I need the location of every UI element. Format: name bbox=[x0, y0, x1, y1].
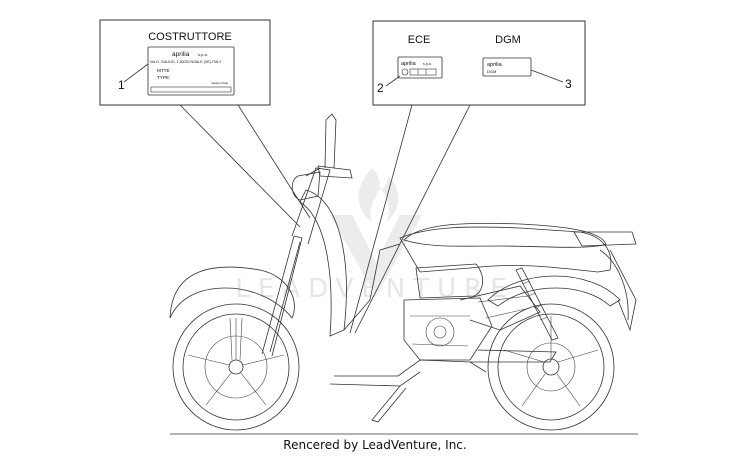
callout-2: 2 bbox=[377, 81, 384, 95]
watermark-flame-icon bbox=[358, 168, 399, 222]
ece-plate bbox=[397, 56, 443, 79]
scooter-drawing bbox=[169, 113, 638, 435]
dgm-plate-code: DGM bbox=[487, 69, 496, 74]
plate-brand: aprilia bbox=[172, 51, 190, 58]
watermark: LEADVENTURE bbox=[235, 168, 514, 304]
watermark-text: LEADVENTURE bbox=[235, 274, 514, 304]
costruttore-plate bbox=[147, 46, 235, 96]
dgm-plate-brand: aprilia bbox=[487, 62, 503, 68]
callout-3: 3 bbox=[565, 77, 572, 91]
watermark-v-icon bbox=[330, 215, 422, 296]
plate-made-in: made in Italy bbox=[211, 81, 229, 85]
footer-credit: Rencered by LeadVenture, Inc. bbox=[283, 438, 467, 452]
callout-1: 1 bbox=[118, 78, 125, 92]
ece-plate-suffix: s.p.a. bbox=[423, 62, 432, 66]
ece-plate-brand: aprilia bbox=[401, 61, 417, 67]
costruttore-box: COSTRUTTORE aprilia s.p.a. Via G. GALILE… bbox=[99, 19, 271, 106]
plate-type: TYPE: bbox=[157, 75, 170, 80]
ece-label: ECE bbox=[408, 34, 431, 46]
dgm-label: DGM bbox=[495, 34, 521, 46]
plate-suffix: s.p.a. bbox=[198, 52, 208, 57]
plate-mtte: MTTE bbox=[157, 68, 170, 73]
plate-address: Via G. GALILEI, 1 30033 NOALE (VE)-ITALY bbox=[150, 60, 222, 64]
costruttore-label: COSTRUTTORE bbox=[148, 31, 232, 43]
ece-dgm-box: ECE DGM aprilia s.p.a. 2 aprilia DGM 3 bbox=[372, 20, 586, 106]
dgm-plate bbox=[482, 57, 532, 77]
